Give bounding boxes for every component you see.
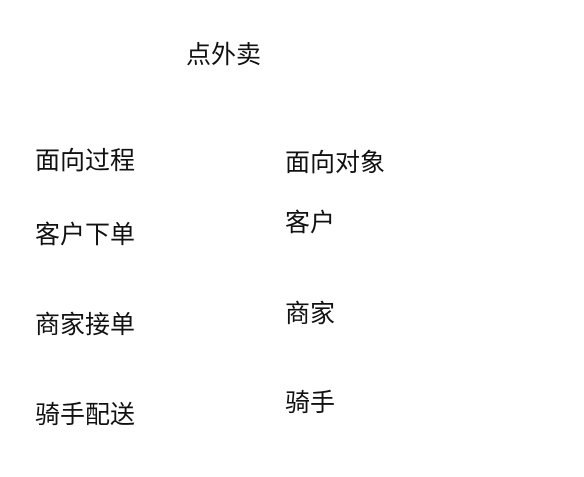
procedural-step-merchant-accept: 商家接单 xyxy=(35,310,136,339)
object-oriented-heading: 面向对象 xyxy=(285,148,386,177)
procedural-heading: 面向过程 xyxy=(35,146,136,175)
procedural-step-rider-deliver: 骑手配送 xyxy=(35,400,136,429)
object-customer: 客户 xyxy=(285,208,336,237)
diagram-title: 点外卖 xyxy=(186,40,262,69)
procedural-step-customer-order: 客户下单 xyxy=(35,220,136,249)
object-merchant: 商家 xyxy=(285,299,336,328)
object-rider: 骑手 xyxy=(285,388,336,417)
